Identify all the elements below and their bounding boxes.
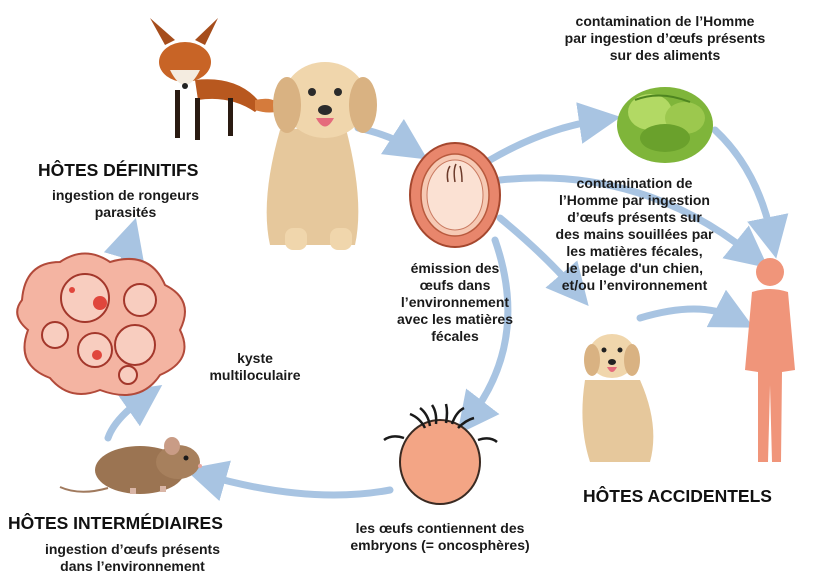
- caption-line: les matières fécales,: [517, 243, 752, 260]
- lettuce-icon: [617, 87, 713, 163]
- caption-line: sur des aliments: [520, 47, 810, 64]
- accidental-hosts-title: HÔTES ACCIDENTELS: [583, 486, 772, 507]
- dog-icon: [267, 62, 377, 250]
- caption-line: et/ou l’environnement: [517, 277, 752, 294]
- caption-line: multiloculaire: [190, 367, 320, 384]
- caption-line: contamination de: [517, 175, 752, 192]
- mouse-icon: [60, 437, 202, 494]
- caption-line: contamination de l’Homme: [520, 13, 810, 30]
- human-icon: [745, 258, 795, 462]
- caption-line: les œufs contiennent des: [300, 520, 580, 537]
- caption-line: dans l’environnement: [15, 558, 250, 575]
- caption-line: le pelage d'un chien,: [517, 260, 752, 277]
- cyst-caption: kyste multiloculaire: [190, 350, 320, 384]
- caption-line: l’environnement: [375, 294, 535, 311]
- intermediate-hosts-caption: ingestion d’œufs présents dans l’environ…: [15, 541, 250, 575]
- intermediate-hosts-title: HÔTES INTERMÉDIAIRES: [8, 513, 223, 534]
- cyst-icon: [17, 254, 185, 396]
- caption-line: parasités: [28, 204, 223, 221]
- caption-line: des mains souillées par: [517, 226, 752, 243]
- fox-icon: [150, 18, 282, 140]
- caption-line: ingestion d’œufs présents: [15, 541, 250, 558]
- egg-icon: [410, 143, 500, 247]
- caption-line: kyste: [190, 350, 320, 367]
- definitive-hosts-caption: ingestion de rongeurs parasités: [28, 187, 223, 221]
- caption-line: œufs dans: [375, 277, 535, 294]
- egg-emission-caption: émission des œufs dans l’environnement a…: [375, 260, 535, 345]
- caption-line: fécales: [375, 328, 535, 345]
- caption-line: l’Homme par ingestion: [517, 192, 752, 209]
- oncosphere-caption: les œufs contiennent des embryons (= onc…: [300, 520, 580, 554]
- oncosphere-icon: [384, 404, 497, 504]
- small-dog-icon: [582, 334, 653, 462]
- caption-line: ingestion de rongeurs: [28, 187, 223, 204]
- food-contamination-caption: contamination de l’Homme par ingestion d…: [520, 13, 810, 64]
- caption-line: embryons (= oncosphères): [300, 537, 580, 554]
- caption-line: d’œufs présents sur: [517, 209, 752, 226]
- hand-contamination-caption: contamination de l’Homme par ingestion d…: [517, 175, 752, 295]
- caption-line: avec les matières: [375, 311, 535, 328]
- caption-line: par ingestion d’œufs présents: [520, 30, 810, 47]
- definitive-hosts-title: HÔTES DÉFINITIFS: [38, 160, 198, 181]
- caption-line: émission des: [375, 260, 535, 277]
